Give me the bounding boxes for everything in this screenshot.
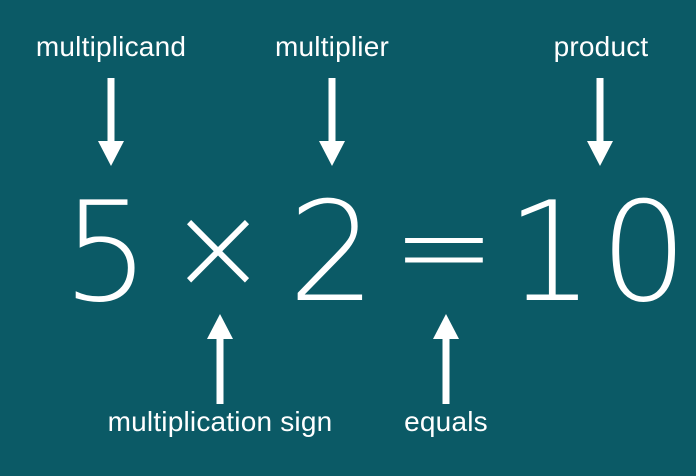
equals-sign: = [392, 175, 496, 319]
arrow-up-icon [207, 314, 233, 404]
label-multiplier: multiplier [274, 31, 390, 62]
multiplier-number: 2 [288, 172, 376, 333]
multiplicand-number: 5 [62, 172, 150, 333]
arrow-down-icon [587, 78, 613, 166]
label-multiplicand: multiplicand [35, 31, 187, 62]
label-product: product [553, 31, 649, 62]
label-multiplication-sign: multiplication sign [107, 406, 333, 437]
label-equals: equals [404, 406, 488, 437]
multiplication-sign: × [167, 179, 269, 318]
arrow-down-icon [319, 78, 345, 166]
arrow-down-icon [98, 78, 124, 166]
arrow-up-icon [433, 314, 459, 404]
product-number: 10 [506, 172, 694, 333]
